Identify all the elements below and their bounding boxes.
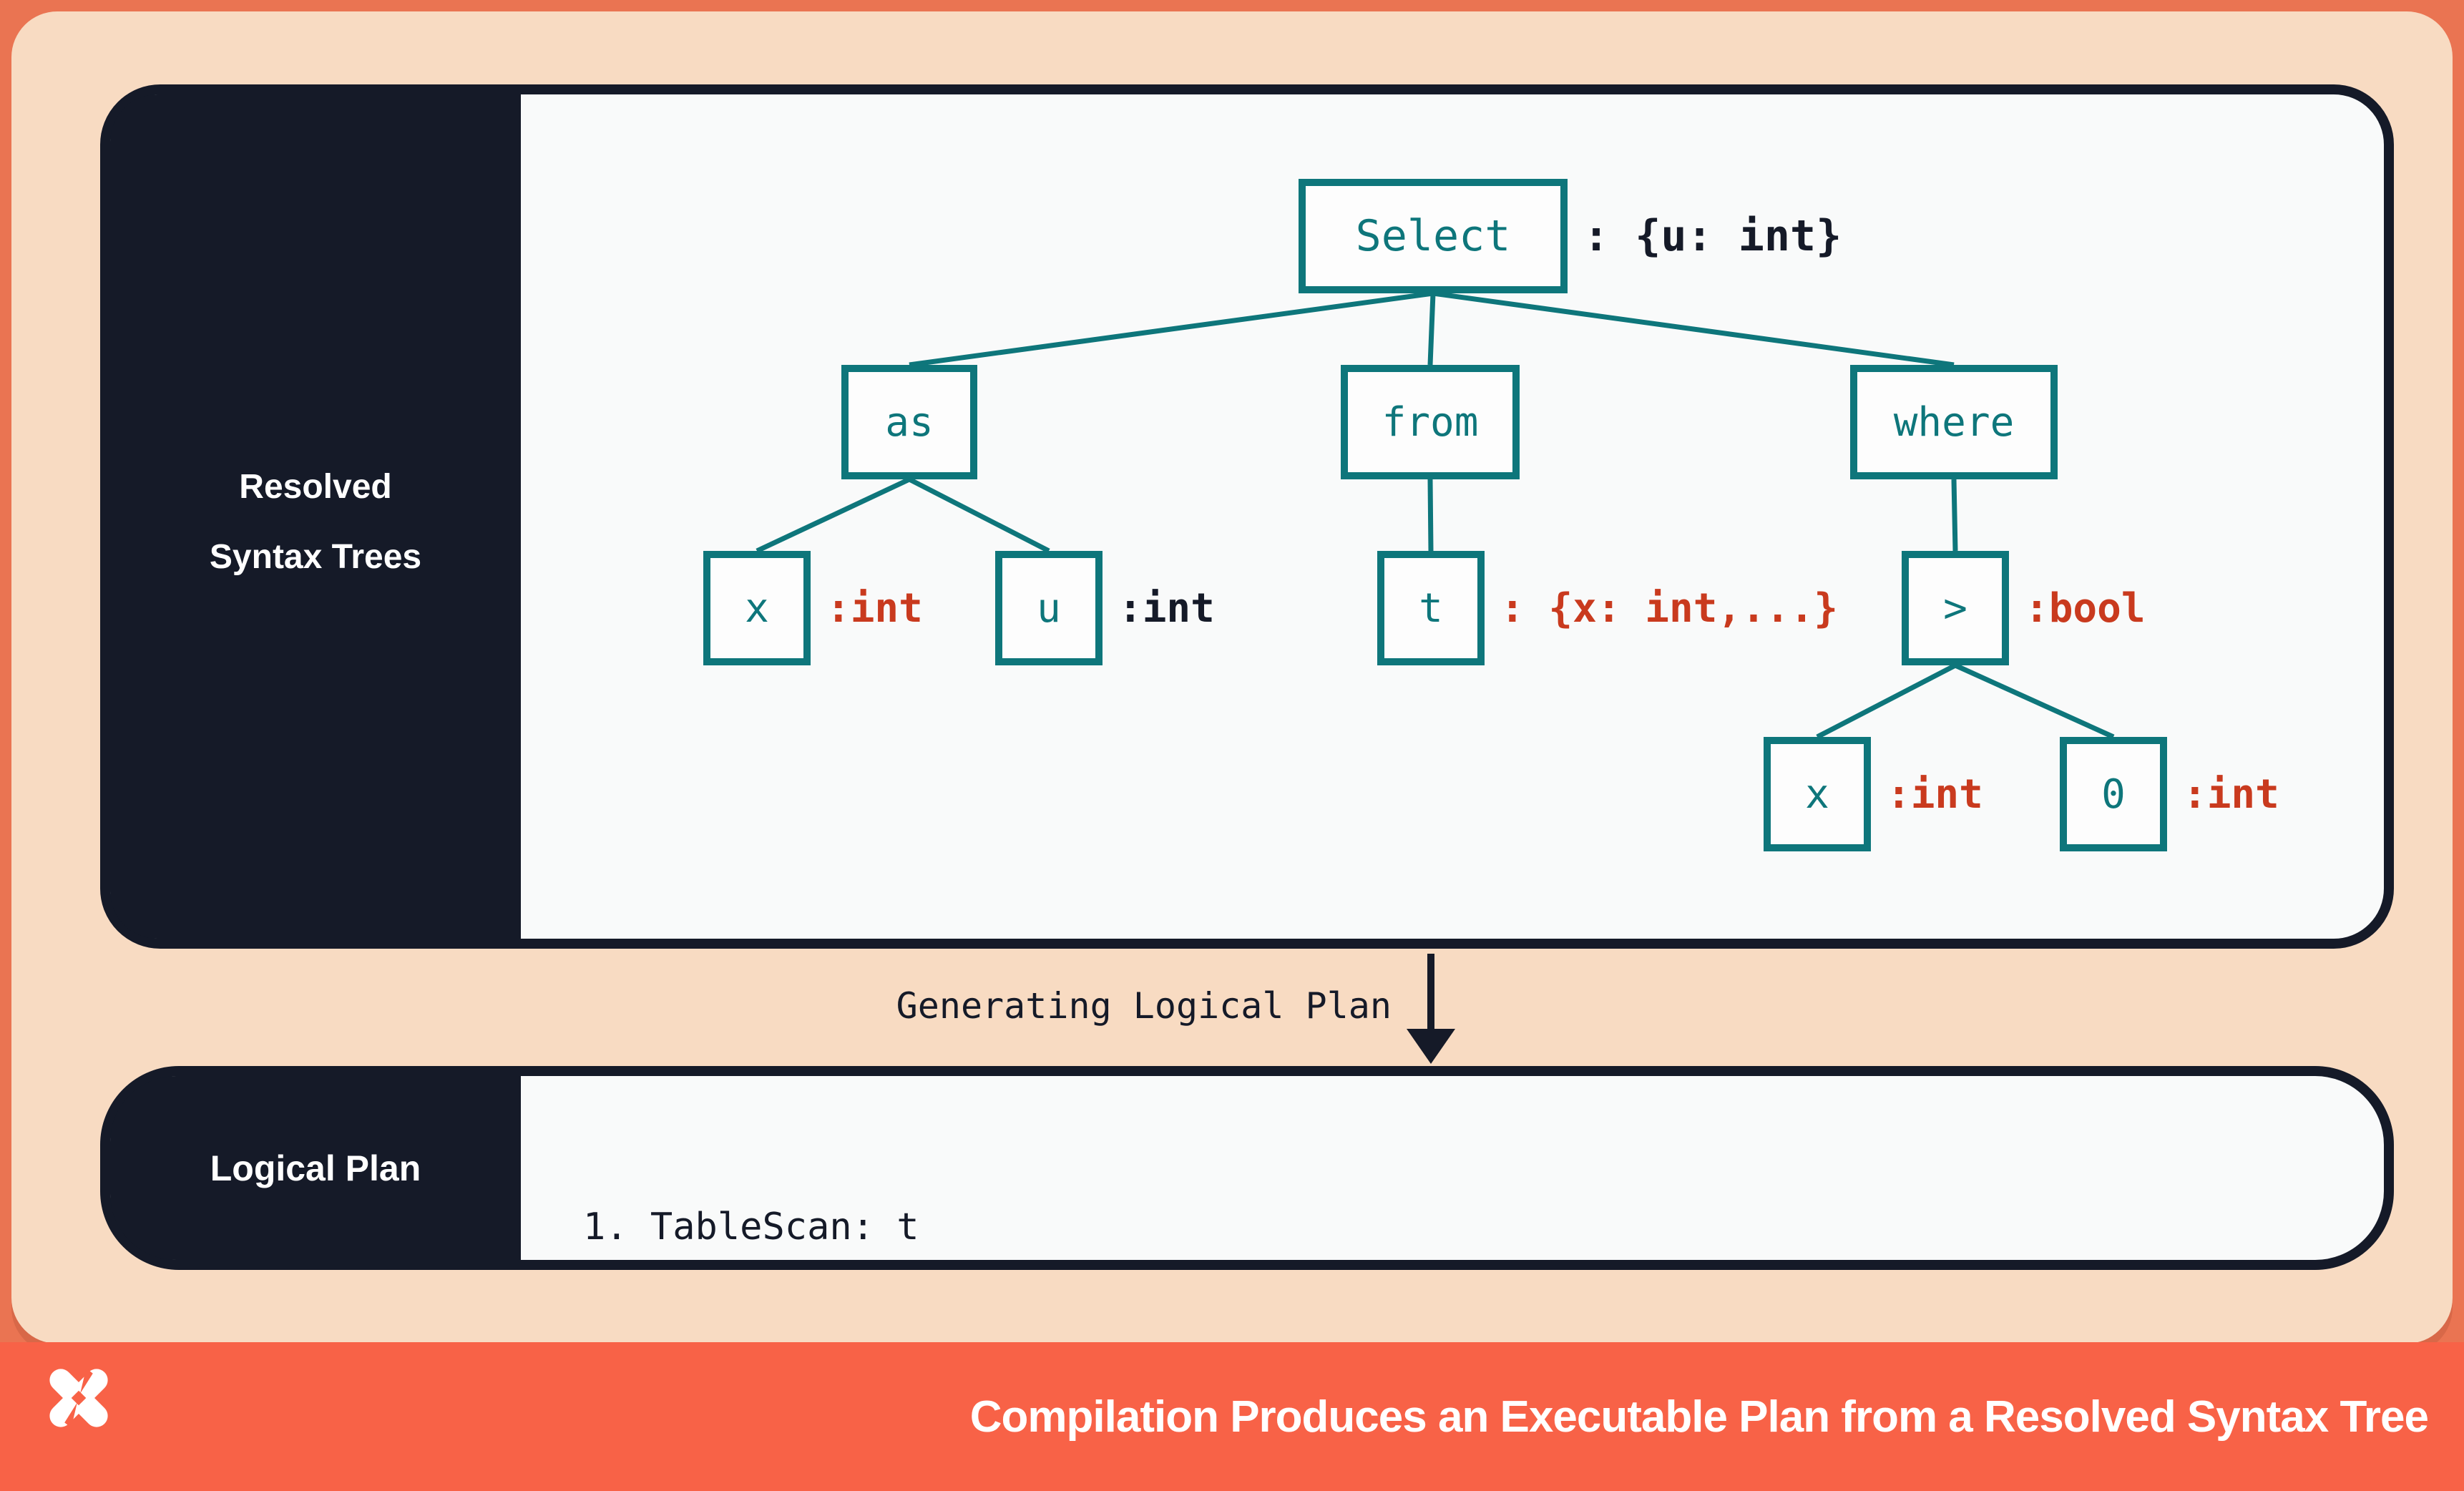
tree-node-label: x <box>745 585 769 632</box>
tree-node-label: t <box>1419 585 1443 632</box>
tree-node-as: as <box>841 365 977 479</box>
footer-bar: Compilation Produces an Executable Plan … <box>0 1342 2464 1491</box>
tree-node-annotation: :bool <box>2025 585 2146 632</box>
tree-node-zero: 0 <box>2060 737 2167 851</box>
tree-node-label: > <box>1943 585 1967 632</box>
tree-node-select: Select <box>1299 179 1568 293</box>
tree-node-label: as <box>885 399 934 446</box>
tree-node-label: Select <box>1355 211 1511 261</box>
tree-node-label: from <box>1382 399 1479 446</box>
tree-node-annotation: : {x: int,...} <box>1500 585 1839 632</box>
logical-plan-panel: Logical Plan <box>100 1066 2394 1270</box>
tree-node-annotation: :int <box>1887 771 1983 818</box>
tree-node-u: u <box>995 551 1103 665</box>
tree-node-from: from <box>1341 365 1520 479</box>
tree-node-label: u <box>1037 585 1061 632</box>
tree-node-x: x <box>703 551 811 665</box>
transition-label: Generating Logical Plan <box>896 985 1392 1027</box>
tree-node-x2: x <box>1764 737 1871 851</box>
tree-node-greater-than: > <box>1902 551 2009 665</box>
tree-node-annotation: :int <box>826 585 923 632</box>
footer-title: Compilation Produces an Executable Plan … <box>969 1392 2429 1442</box>
tree-node-annotation: : {u: int} <box>1583 211 1842 261</box>
tree-node-where: where <box>1850 365 2058 479</box>
rst-sidebar: Resolved Syntax Trees <box>110 94 521 939</box>
rst-sidebar-label-line2: Syntax Trees <box>209 538 422 576</box>
plan-step: 1. TableScan: t <box>583 1206 919 1248</box>
tree-node-annotation: :int <box>2183 771 2279 818</box>
plan-sidebar-label: Logical Plan <box>210 1148 421 1188</box>
tree-node-label: x <box>1805 771 1829 818</box>
tree-node-t: t <box>1377 551 1485 665</box>
rst-sidebar-label-line1: Resolved <box>239 468 392 506</box>
tree-node-label: where <box>1893 399 2015 446</box>
dolt-logo-icon <box>49 1368 108 1428</box>
resolved-syntax-trees-panel: Resolved Syntax Trees <box>100 84 2394 949</box>
tree-node-label: 0 <box>2101 771 2126 818</box>
plan-sidebar: Logical Plan <box>110 1076 521 1260</box>
rst-sidebar-label: Resolved Syntax Trees <box>210 452 421 592</box>
tree-node-annotation: :int <box>1118 585 1215 632</box>
